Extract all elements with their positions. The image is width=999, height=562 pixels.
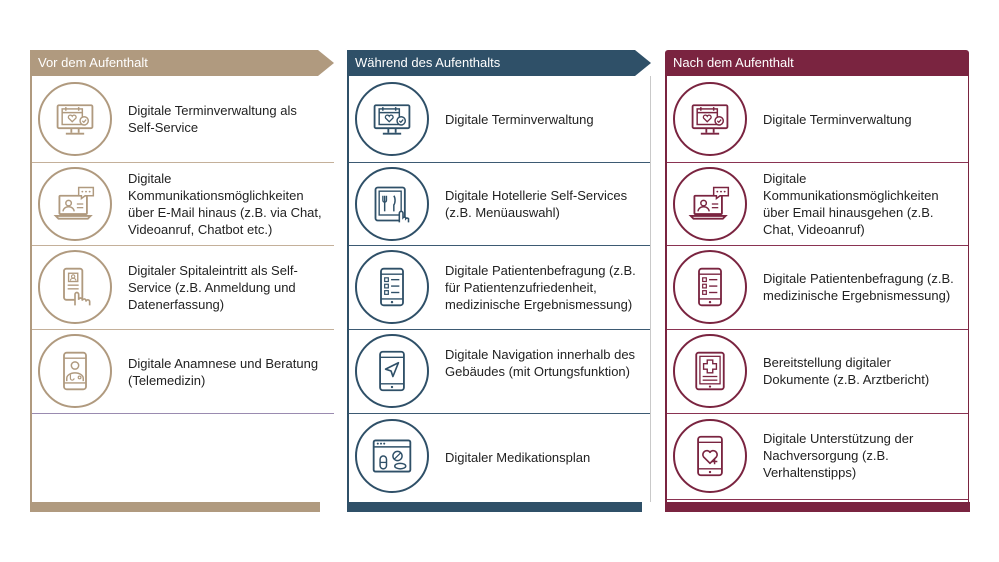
column-after-stay: Nach dem Aufenthalt Digitale Terminverwa… (665, 50, 969, 502)
item-label: Digitale Patientenbefragung (z.B. für Pa… (445, 263, 636, 312)
column-body-before: Digitale Terminverwaltung als Self-Servi… (30, 76, 334, 502)
item-label: Digitale Patientenbefragung (z.B. medizi… (763, 271, 954, 303)
list-item: Digitale Terminverwaltung (349, 76, 650, 163)
item-label: Digitale Terminverwaltung als Self-Servi… (128, 103, 297, 135)
item-label: Digitale Hotellerie Self-Services (z.B. … (445, 188, 628, 220)
monitor-calendar-icon (38, 82, 112, 156)
item-label: Digitale Kommunikationsmöglichkeiten übe… (128, 171, 322, 237)
tablet-menu-icon (355, 167, 429, 241)
list-item: Digitale Patientenbefragung (z.B. medizi… (667, 246, 968, 330)
item-label: Digitale Terminverwaltung (763, 112, 912, 127)
monitor-calendar-icon (673, 82, 747, 156)
column-before-stay: Vor dem Aufenthalt Digitale Terminverwal… (30, 50, 334, 502)
footer-bar-before (30, 502, 320, 512)
item-label: Digitaler Medikationsplan (445, 450, 591, 465)
list-item: Digitale Hotellerie Self-Services (z.B. … (349, 163, 650, 246)
item-label: Digitale Unterstützung der Nachversorgun… (763, 431, 914, 480)
laptop-chat-icon (38, 167, 112, 241)
list-item: Digitale Kommunikationsmöglichkeiten übe… (32, 163, 334, 246)
column-during-stay: Während des Aufenthalts Digitale Terminv… (347, 50, 651, 502)
list-item: Digitaler Spitaleintritt als Self-Servic… (32, 246, 334, 330)
footer-bar-after (665, 502, 970, 512)
browser-pills-icon (355, 419, 429, 493)
phone-heart-icon (673, 419, 747, 493)
phone-touch-icon (38, 250, 112, 324)
item-label: Digitale Terminverwaltung (445, 112, 594, 127)
list-item: Digitaler Medikationsplan (349, 414, 650, 500)
phone-navigation-icon (355, 334, 429, 408)
list-item: Digitale Unterstützung der Nachversorgun… (667, 414, 968, 500)
list-item: Digitale Anamnese und Beratung (Telemedi… (32, 330, 334, 414)
list-item: Digitale Terminverwaltung (667, 76, 968, 163)
column-body-during: Digitale Terminverwaltung Digitale Hotel… (347, 76, 651, 502)
item-label: Digitale Kommunikationsmöglichkeiten übe… (763, 171, 939, 237)
item-label: Digitale Navigation innerhalb des Gebäud… (445, 347, 636, 379)
phone-checklist-icon (355, 250, 429, 324)
item-label: Bereitstellung digitaler Dokumente (z.B.… (763, 355, 930, 387)
laptop-chat-icon (673, 167, 747, 241)
list-item: Digitale Patientenbefragung (z.B. für Pa… (349, 246, 650, 330)
list-item: Bereitstellung digitaler Dokumente (z.B.… (667, 330, 968, 414)
item-label: Digitaler Spitaleintritt als Self-Servic… (128, 263, 298, 312)
monitor-calendar-icon (355, 82, 429, 156)
tablet-medical-document-icon (673, 334, 747, 408)
column-body-after: Digitale Terminverwaltung Digitale Kommu… (665, 76, 969, 502)
list-item: Digitale Terminverwaltung als Self-Servi… (32, 76, 334, 163)
item-label: Digitale Anamnese und Beratung (Telemedi… (128, 356, 319, 388)
list-item: Digitale Kommunikationsmöglichkeiten übe… (667, 163, 968, 246)
phone-doctor-icon (38, 334, 112, 408)
list-item: Digitale Navigation innerhalb des Gebäud… (349, 330, 650, 414)
column-header-before: Vor dem Aufenthalt (30, 50, 334, 76)
column-header-during: Während des Aufenthalts (347, 50, 651, 76)
footer-bar-during (347, 502, 642, 512)
phone-checklist-icon (673, 250, 747, 324)
column-header-after: Nach dem Aufenthalt (665, 50, 969, 76)
